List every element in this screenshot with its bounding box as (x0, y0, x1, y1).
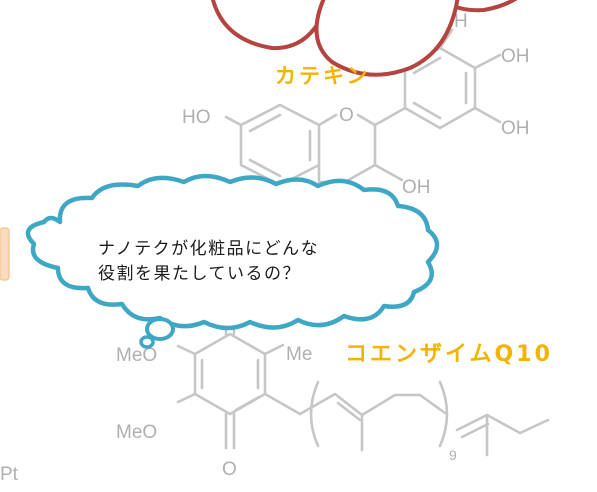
thought-bubble-tail-small (139, 335, 155, 349)
bubble-question: ナノテクが化粧品にどんな 役割を果たしているの？ (98, 237, 398, 287)
catechin-label: カテキン (275, 64, 370, 88)
coq10-carbonyl-oxygen: O (222, 459, 237, 480)
coenzyme-q10-label: コエンザイムQ10 (345, 342, 553, 367)
coq10-me: Me (286, 344, 312, 365)
catechin-ho-label: HO (182, 107, 211, 128)
coq10-meo-bottom: MeO (116, 422, 157, 443)
coq10-repeat-count: 9 (449, 447, 457, 463)
catechin-oh-b-ring-top: OH (501, 46, 530, 67)
catechin-oh-c-ring: OH (402, 177, 431, 198)
bubble-question-line1: ナノテクが化粧品にどんな (98, 239, 320, 259)
red-balloon-left (211, 0, 331, 51)
catechin-ring-oxygen: O (339, 105, 354, 126)
thought-bubble-cloud (25, 173, 440, 331)
catechin-oh-b-ring-mid: OH (501, 118, 530, 139)
corner-pt-text: Pt (0, 464, 19, 485)
left-edge-accent (0, 227, 10, 281)
coenzyme-q10-structure (176, 314, 550, 457)
thought-bubble (25, 173, 440, 349)
thought-bubble-tail-large (145, 317, 175, 341)
coq10-meo-top: MeO (116, 345, 157, 366)
red-balloons (211, 0, 518, 77)
red-balloon-center (314, 0, 460, 77)
catechin-h-partial: H (454, 11, 468, 32)
bubble-question-line2: 役割を果たしているの？ (98, 264, 301, 284)
